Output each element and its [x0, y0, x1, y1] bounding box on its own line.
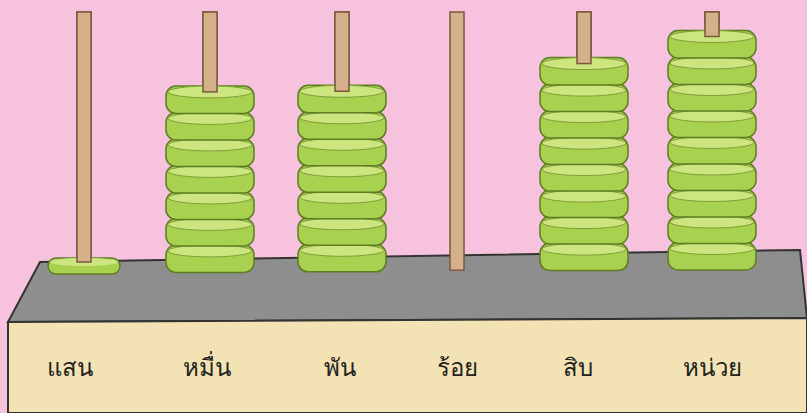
- abacus-bead-top: [300, 244, 384, 256]
- abacus-rod: [203, 12, 217, 92]
- abacus-bead: [298, 165, 386, 193]
- abacus-rod: [705, 12, 719, 37]
- abacus-bead: [166, 192, 254, 220]
- abacus-bead: [668, 163, 756, 191]
- abacus-bead: [668, 190, 756, 218]
- abacus-bead-top: [670, 84, 754, 96]
- abacus-bead: [166, 245, 254, 273]
- abacus-bead: [298, 244, 386, 271]
- abacus-bead: [166, 112, 254, 139]
- place-value-label: ร้อย: [437, 348, 478, 387]
- abacus-rods: [48, 12, 756, 274]
- abacus-bead: [298, 191, 386, 219]
- abacus-bead: [166, 165, 254, 193]
- abacus-bead-top: [670, 243, 754, 255]
- abacus-bead: [540, 111, 628, 139]
- abacus-bead: [298, 112, 386, 140]
- abacus-bead-top: [542, 243, 626, 255]
- place-value-label: แสน: [47, 348, 93, 387]
- abacus-bead: [668, 137, 756, 165]
- abacus-bead-top: [542, 137, 626, 149]
- abacus-bead-top: [300, 112, 384, 124]
- abacus-bead-top: [670, 110, 754, 122]
- abacus-rod: [450, 12, 464, 270]
- abacus-bead: [540, 243, 628, 271]
- abacus-bead: [668, 84, 756, 112]
- abacus-bead: [540, 164, 628, 192]
- place-value-label: หน่วย: [683, 348, 742, 387]
- place-value-label: สิบ: [563, 348, 593, 387]
- abacus-bead-top: [168, 192, 252, 204]
- abacus-bead-top: [542, 217, 626, 229]
- abacus-bead-top: [168, 218, 252, 230]
- abacus-bead: [668, 243, 756, 271]
- abacus-bead: [166, 218, 254, 246]
- abacus-bead-top: [300, 138, 384, 150]
- abacus-bead-top: [168, 139, 252, 151]
- abacus-bead: [540, 137, 628, 165]
- abacus-rod: [335, 12, 349, 91]
- abacus-bead-top: [670, 137, 754, 149]
- abacus-bead: [298, 138, 386, 166]
- abacus-bead: [540, 190, 628, 218]
- abacus-bead: [298, 218, 386, 246]
- place-value-label: หมื่น: [183, 348, 231, 387]
- abacus-bead-top: [542, 164, 626, 176]
- abacus-bead-top: [168, 165, 252, 177]
- abacus-bead-top: [300, 165, 384, 177]
- abacus-bead-top: [670, 190, 754, 202]
- abacus-rod: [577, 12, 591, 64]
- abacus-bead: [540, 84, 628, 112]
- abacus-bead-top: [670, 216, 754, 228]
- abacus-bead-top: [542, 84, 626, 96]
- abacus-bead: [540, 217, 628, 245]
- abacus-bead-top: [542, 190, 626, 202]
- abacus-base-front: [8, 318, 807, 413]
- abacus-bead: [668, 57, 756, 85]
- place-value-label: พัน: [324, 348, 356, 387]
- abacus-bead-top: [300, 191, 384, 203]
- abacus-bead-top: [670, 163, 754, 175]
- abacus-bead-top: [670, 57, 754, 69]
- abacus-bead-top: [542, 111, 626, 123]
- abacus-rod: [77, 12, 91, 272]
- abacus-bead-top: [168, 245, 252, 257]
- abacus-bead-top: [168, 112, 252, 124]
- abacus-bead: [668, 110, 756, 138]
- abacus-bead: [668, 216, 756, 244]
- abacus-bead-top: [300, 218, 384, 230]
- abacus-bead: [166, 139, 254, 167]
- abacus-rod: [77, 12, 91, 262]
